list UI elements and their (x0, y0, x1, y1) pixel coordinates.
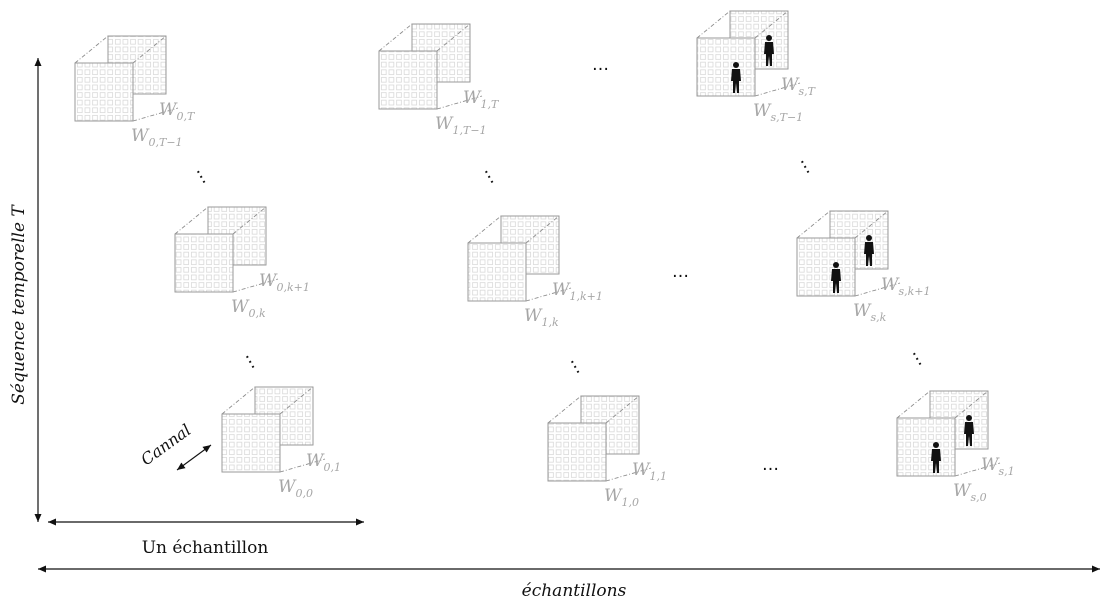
frame-front-c2-r0 (696, 37, 756, 97)
ellipsis-bottom: … (762, 455, 779, 475)
frame-front-c2-r2 (896, 417, 956, 477)
label-front-c1-r2: W1,0 (604, 486, 639, 509)
stack-col0-top: W0,T W0,T−1 (74, 35, 196, 149)
label-back-c1-r2: W1,1 (632, 460, 667, 483)
stack-col1-bottom: W1,1W1,0 (547, 395, 667, 509)
ellipsis-mid: … (672, 262, 689, 282)
stack-col2-bottom: Ws,1Ws,0 (896, 390, 1015, 504)
ellipsis-c0-lower: … (241, 348, 267, 373)
stack-col1-mid: W1,k+1W1,k (467, 215, 603, 329)
frame-front-c0-r1 (174, 233, 234, 293)
label-back-c2-r1: Ws,k+1 (881, 275, 931, 298)
stack-col2-top: Ws,T Ws,T−1 (696, 10, 817, 124)
ellipsis-top: … (592, 55, 609, 75)
label-front-c0-r2: W0,0 (278, 477, 313, 500)
stack-col2-mid: Ws,k+1Ws,k (796, 210, 931, 324)
label-back-c0-r0: W0,T (159, 100, 196, 123)
label-front-c2-r2: Ws,0 (953, 481, 987, 504)
channel-arrow (176, 444, 212, 471)
label-back-c1-r0: W1,T (463, 88, 500, 111)
frame-front-c1-r2 (547, 422, 607, 482)
label-front-c0-r1: W0,k (231, 297, 266, 320)
channel-label: Cannal (137, 420, 194, 469)
label-front-c2-r1: Ws,k (853, 301, 887, 324)
ellipsis-c1-upper: … (480, 163, 506, 188)
label-back-c1-r1: W1,k+1 (552, 280, 603, 303)
label-front-c2-r0: Ws,T−1 (753, 101, 803, 124)
frame-front-c0-r0 (74, 62, 134, 122)
stack-col0-bottom: W0,1W0,0 (221, 386, 341, 500)
label-back-c2-r2: Ws,1 (981, 455, 1015, 478)
label-front-c0-r0: W0,T−1 (131, 126, 183, 149)
frame-front-c2-r1 (796, 237, 856, 297)
stack-col0-mid: W0,k+1W0,k (174, 206, 310, 320)
label-back-c0-r2: W0,1 (306, 451, 341, 474)
time-axis-label: Séquence temporelle T (9, 204, 29, 405)
frame-front-c0-r2 (221, 413, 281, 473)
label-front-c1-r1: W1,k (524, 306, 559, 329)
frame-front-c1-r1 (467, 242, 527, 302)
stack-col1-top: W1,T W1,T−1 (378, 23, 500, 137)
frame-front-c1-r0 (378, 50, 438, 110)
samples-axis-label: échantillons (522, 581, 627, 601)
ellipsis-c2-lower: … (908, 345, 934, 370)
ellipsis-c2-upper: … (796, 153, 822, 178)
label-back-c0-r1: W0,k+1 (259, 271, 310, 294)
ellipsis-c1-lower: … (566, 353, 592, 378)
label-back-c2-r0: Ws,T (781, 75, 817, 98)
label-front-c1-r0: W1,T−1 (435, 114, 487, 137)
sample-label: Un échantillon (142, 538, 269, 558)
ellipsis-c0-upper: … (192, 163, 218, 188)
